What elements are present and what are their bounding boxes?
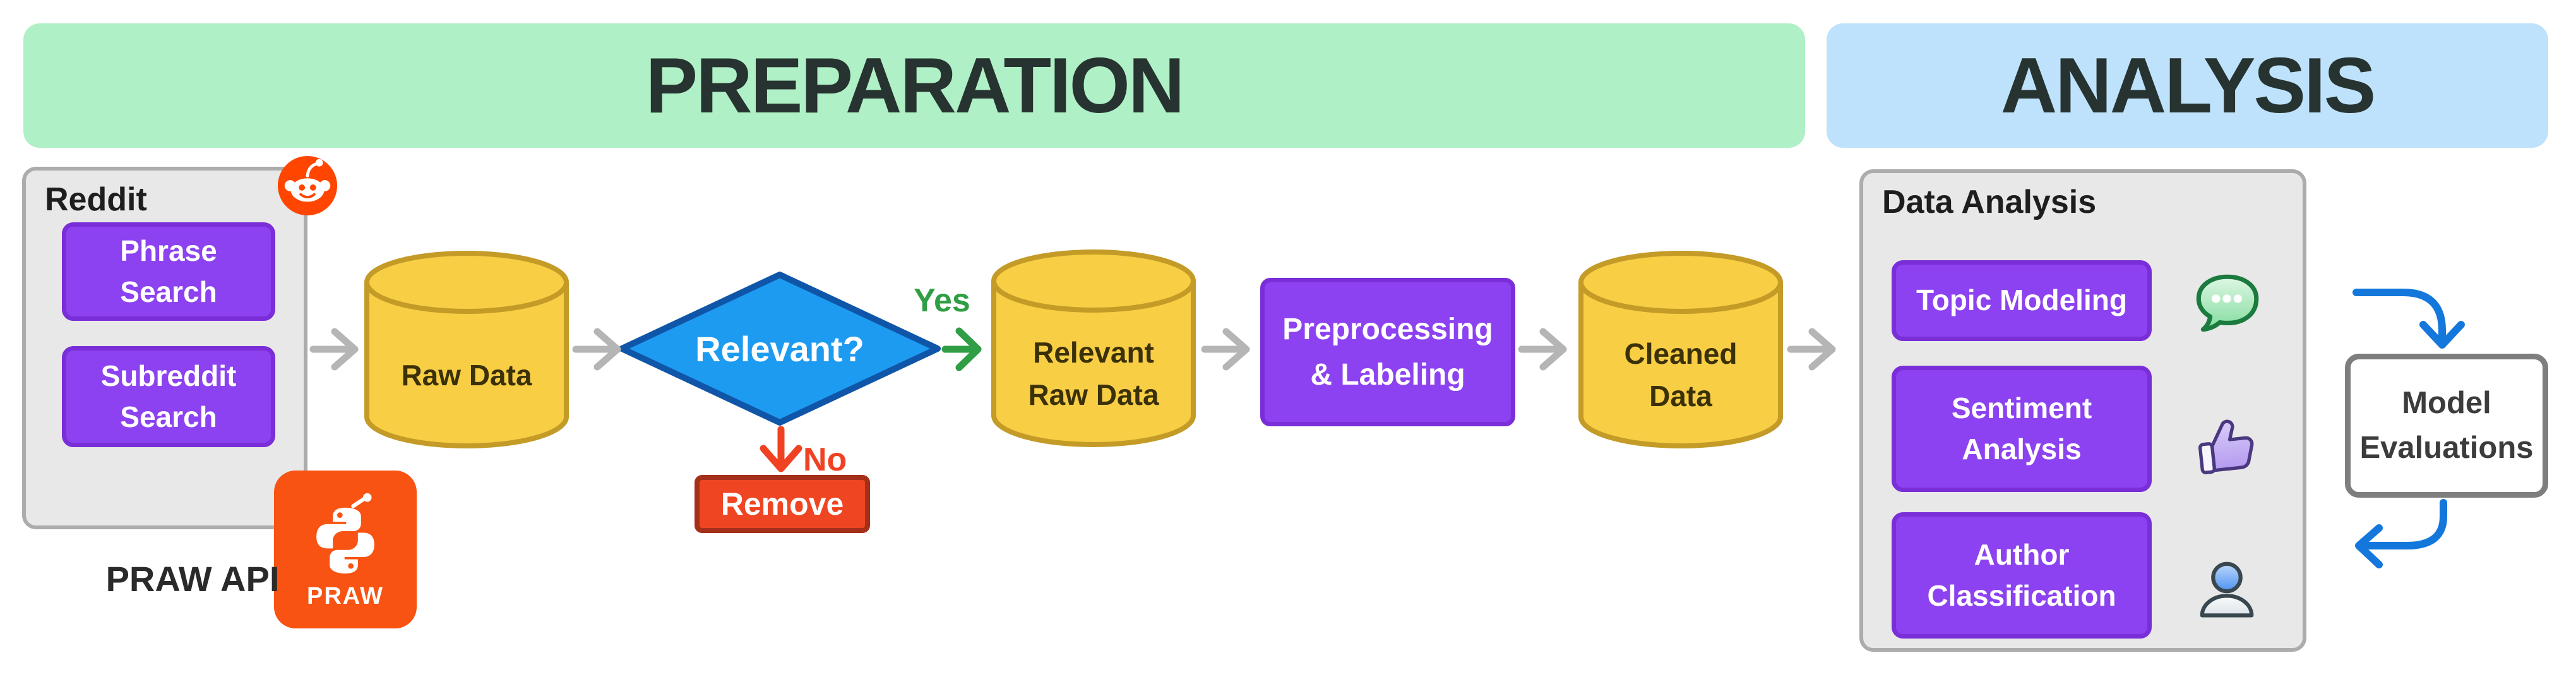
arrow-evaluations-back-to-analysis (2355, 499, 2447, 568)
author-classification-label: Author Classification (1927, 537, 2116, 612)
analysis-banner: ANALYSIS (1827, 23, 2548, 148)
arrow-preprocessing-to-cleaned (1518, 328, 1567, 371)
yes-branch-label: Yes (914, 282, 970, 319)
data-analysis-panel: Data Analysis Topic Modeling Sentiment A… (1859, 169, 2306, 652)
relevant-decision-node: Relevant? (619, 272, 941, 426)
cylinder-shape (1578, 251, 1783, 448)
preprocessing-labeling-node: Preprocessing & Labeling (1260, 278, 1515, 426)
model-evaluations-node: Model Evaluations (2345, 354, 2548, 498)
topic-modeling-label: Topic Modeling (1916, 284, 2127, 317)
remove-node: Remove (695, 475, 870, 533)
arrow-no-to-remove (760, 426, 802, 472)
cleaned-data-label: Cleaned Data (1624, 337, 1738, 412)
preparation-banner-label: PREPARATION (645, 42, 1184, 129)
speech-bubble-icon (2196, 274, 2259, 332)
arrow-relevant-to-preprocessing (1201, 328, 1250, 371)
topic-modeling-node: Topic Modeling (1892, 260, 2152, 341)
cleaned-data-store: Cleaned Data (1577, 249, 1784, 450)
author-classification-node: Author Classification (1892, 512, 2152, 639)
raw-data-label: Raw Data (401, 358, 532, 392)
person-icon (2200, 561, 2254, 618)
reddit-panel: Reddit Phrase Search Subreddit Search (22, 167, 307, 529)
no-branch-label: No (803, 441, 847, 478)
relevant-raw-data-label: Relevant Raw Data (1028, 336, 1159, 411)
subreddit-search-label: Subreddit Search (100, 359, 237, 433)
diamond-shape (619, 272, 941, 426)
phrase-search-node: Phrase Search (62, 222, 275, 321)
arrow-reddit-to-rawdata (309, 328, 359, 371)
sentiment-analysis-label: Sentiment Analysis (1951, 391, 2092, 465)
praw-api-label: PRAW API (105, 559, 280, 599)
relevant-decision-label: Relevant? (695, 328, 864, 369)
praw-python-icon (316, 493, 374, 573)
thumbs-up-icon (2198, 419, 2254, 474)
relevant-raw-data-store: Relevant Raw Data (990, 248, 1197, 448)
praw-badge: PRAW (274, 471, 417, 628)
cylinder-shape (991, 249, 1196, 447)
praw-badge-label: PRAW (307, 582, 384, 609)
data-analysis-title: Data Analysis (1882, 184, 2097, 220)
arrow-rawdata-to-decision (572, 328, 621, 371)
analysis-banner-label: ANALYSIS (2000, 42, 2376, 129)
arrow-cleaned-to-analysis (1787, 328, 1836, 371)
raw-data-store: Raw Data (363, 249, 570, 450)
reddit-panel-title: Reddit (45, 181, 147, 218)
sentiment-analysis-node: Sentiment Analysis (1892, 366, 2152, 492)
preparation-banner: PREPARATION (23, 23, 1805, 148)
phrase-search-label: Phrase Search (120, 234, 217, 308)
subreddit-search-node: Subreddit Search (62, 346, 275, 447)
arrow-analysis-to-evaluations (2352, 289, 2465, 349)
cylinder-shape (364, 251, 569, 448)
model-evaluations-label: Model Evaluations (2359, 385, 2534, 465)
arrow-yes-to-relevant (941, 327, 982, 371)
preprocessing-labeling-label: Preprocessing & Labeling (1282, 312, 1493, 392)
remove-label: Remove (720, 486, 844, 522)
reddit-icon (277, 155, 338, 216)
